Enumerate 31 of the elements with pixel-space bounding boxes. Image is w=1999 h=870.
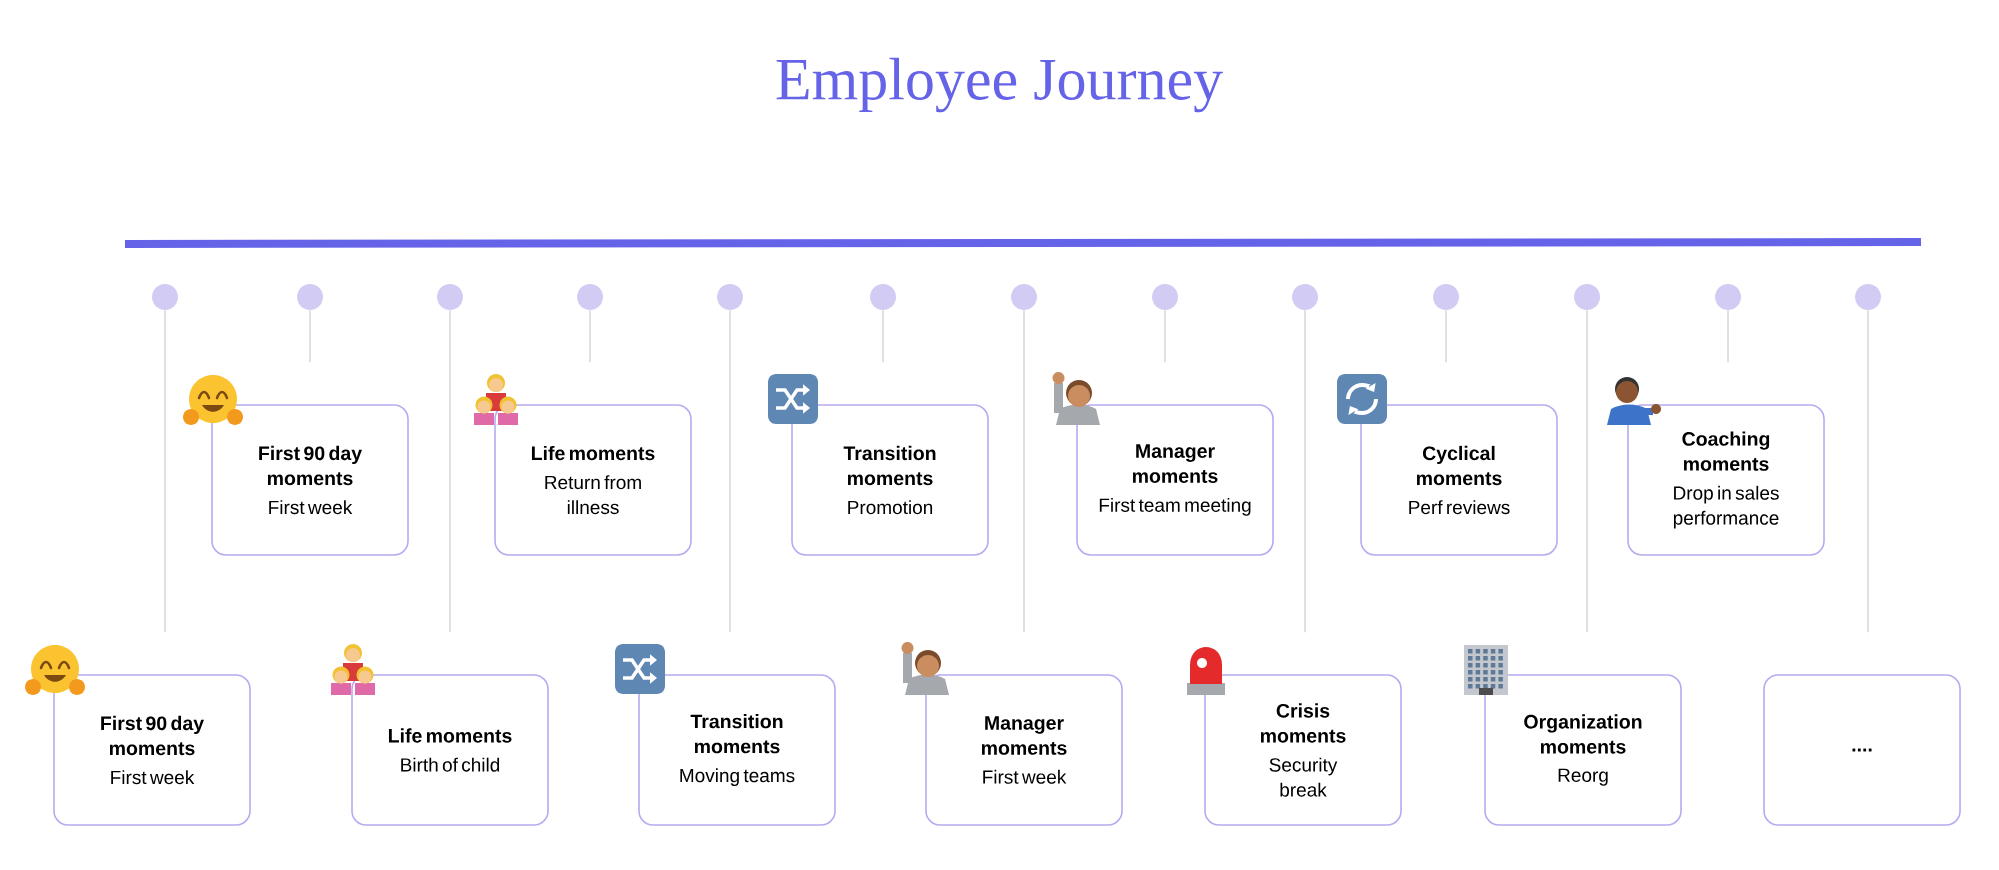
moment-card: First 90 day moments First week xyxy=(53,674,251,826)
moment-card: Manager moments First week xyxy=(925,674,1123,826)
moment-card: Cyclical moments Perf reviews xyxy=(1360,404,1558,556)
timeline-dot xyxy=(437,284,463,310)
timeline-dot xyxy=(1433,284,1459,310)
moment-card: Transition moments Promotion xyxy=(791,404,989,556)
moment-card: First 90 day moments First week xyxy=(211,404,409,556)
moment-card: Coaching moments Drop in sales performance xyxy=(1627,404,1825,556)
timeline-dot xyxy=(870,284,896,310)
timeline-dot xyxy=(1715,284,1741,310)
moment-card: Transition moments Moving teams xyxy=(638,674,836,826)
timeline-dot xyxy=(152,284,178,310)
connector-line xyxy=(1727,309,1729,364)
moment-card: Life moments Birth of child xyxy=(351,674,549,826)
connector-line xyxy=(1445,309,1447,364)
timeline-dot xyxy=(1152,284,1178,310)
connector-line xyxy=(1867,309,1869,634)
connector-line xyxy=(1586,309,1588,634)
title: Employee Journey xyxy=(776,57,1223,113)
timeline-dot xyxy=(297,284,323,310)
timeline-dot xyxy=(1292,284,1318,310)
moment-card: Organization moments Reorg xyxy=(1484,674,1682,826)
moment-card: Life moments Return from illness xyxy=(494,404,692,556)
moment-card: Crisis moments Security break xyxy=(1204,674,1402,826)
moment-card: .... xyxy=(1763,674,1961,826)
timeline-dot xyxy=(717,284,743,310)
moment-card: Manager moments First team meeting xyxy=(1076,404,1274,556)
timeline-dot xyxy=(1011,284,1037,310)
timeline-dot xyxy=(1574,284,1600,310)
timeline-dot xyxy=(577,284,603,310)
timeline-dot xyxy=(1855,284,1881,310)
